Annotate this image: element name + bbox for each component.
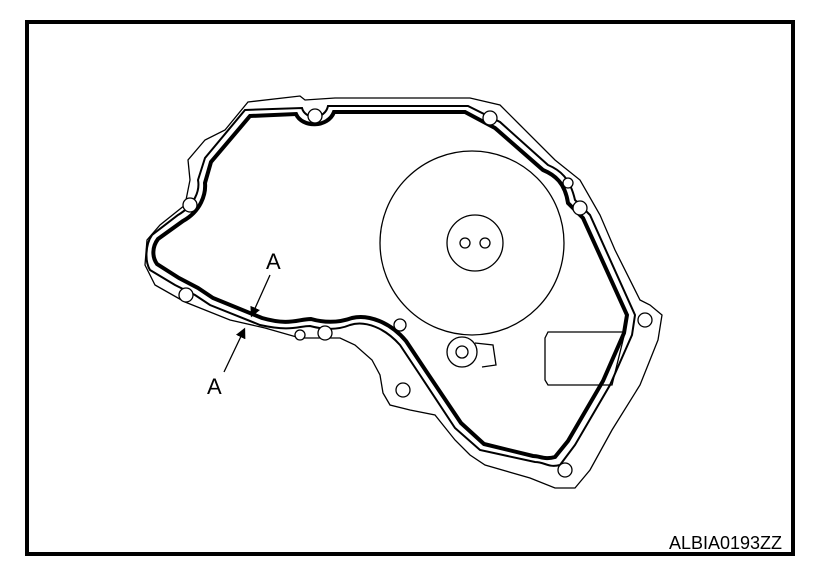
bolt-hole bbox=[395, 382, 411, 398]
bolt-hole bbox=[317, 325, 333, 341]
bolt-hole bbox=[562, 177, 574, 189]
rectangular-boss bbox=[544, 331, 626, 386]
bolt-hole bbox=[307, 108, 323, 124]
bolt-hole bbox=[182, 197, 198, 213]
bolt-hole bbox=[572, 200, 588, 216]
gasket-outer-line bbox=[145, 105, 637, 467]
bolt-holes bbox=[178, 108, 653, 478]
pulley-hub bbox=[446, 214, 504, 272]
sensor-hole bbox=[455, 345, 469, 359]
bolt-hole bbox=[557, 462, 573, 478]
sensor-boss bbox=[446, 336, 478, 368]
figure-code: ALBIA0193ZZ bbox=[668, 533, 782, 553]
bolt-hole bbox=[482, 110, 498, 126]
hub-hole-right bbox=[479, 237, 491, 249]
sensor-tab bbox=[474, 342, 497, 368]
section-arrow-bottom bbox=[223, 327, 246, 373]
bolt-hole bbox=[178, 287, 194, 303]
bolt-hole bbox=[393, 318, 407, 332]
bolt-hole bbox=[637, 312, 653, 328]
gasket-inner-line bbox=[151, 110, 630, 461]
pulley-disc bbox=[379, 150, 565, 336]
hub-hole-left bbox=[459, 237, 471, 249]
bolt-hole bbox=[294, 329, 306, 341]
section-label-bottom: A bbox=[207, 374, 222, 399]
section-arrow-top bbox=[250, 274, 271, 318]
figure-frame bbox=[25, 20, 795, 556]
section-label-top: A bbox=[266, 249, 281, 274]
